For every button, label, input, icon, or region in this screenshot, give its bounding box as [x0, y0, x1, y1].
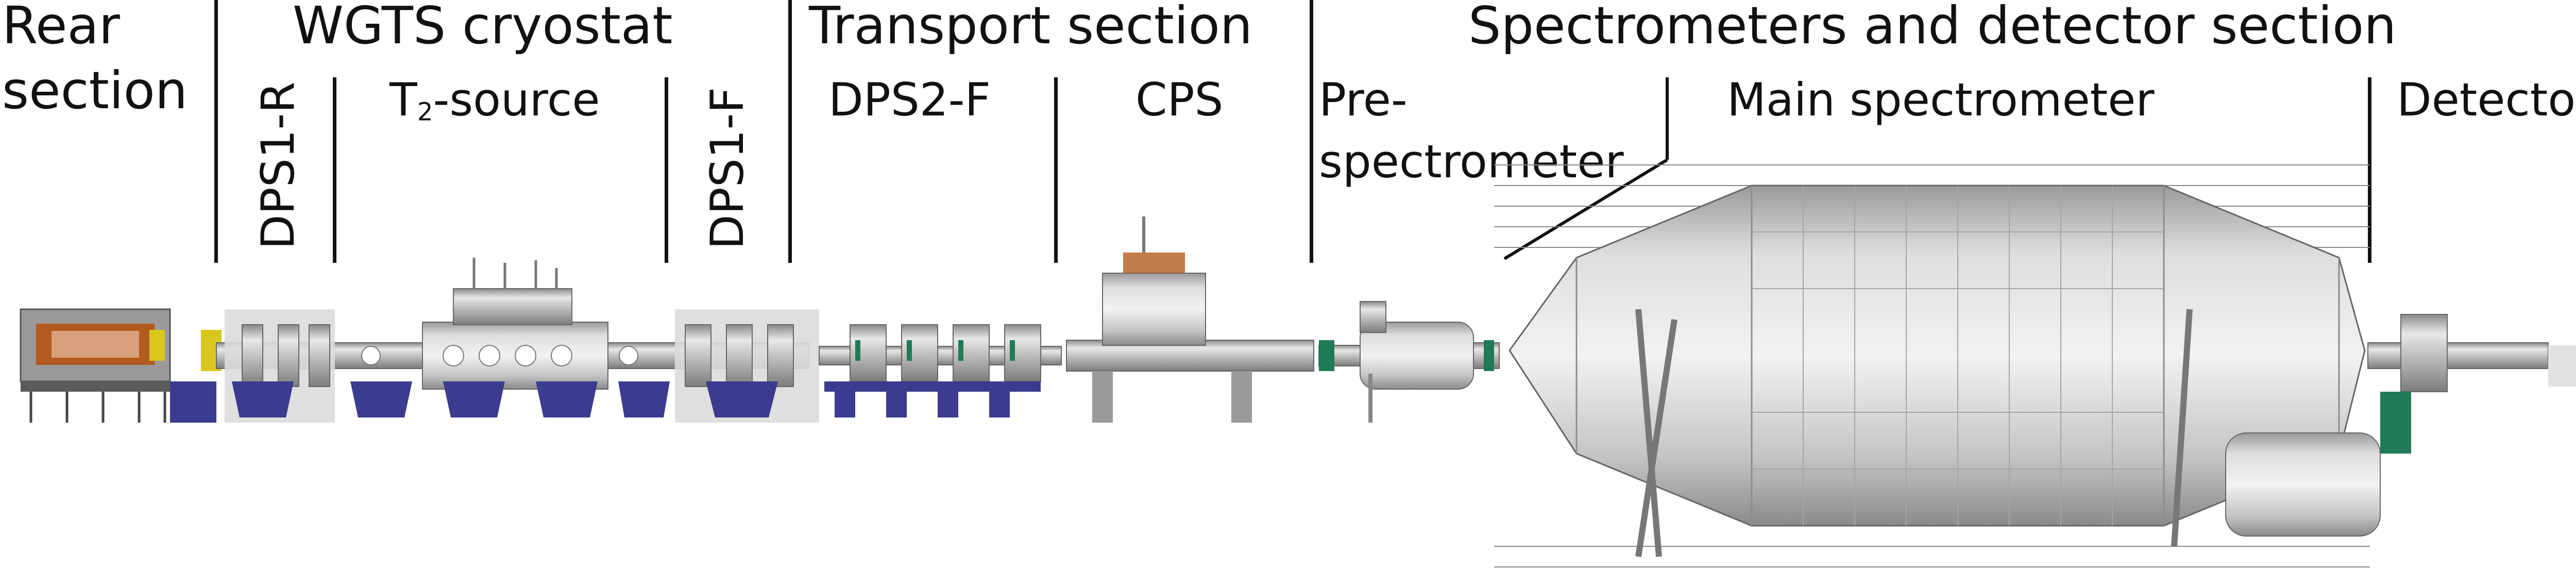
- t2-subscript: 2: [417, 97, 433, 127]
- label-cps: CPS: [1136, 73, 1224, 126]
- dps2-f-supports: [824, 381, 1041, 417]
- wgts-supports: [232, 381, 778, 417]
- label-t2-source: T2-source: [389, 77, 600, 125]
- t2-suffix: -source: [433, 73, 600, 126]
- main-spectrometer-drawing: [1494, 164, 2381, 567]
- divider-main-detector: [2368, 77, 2371, 263]
- label-dps2-f: DPS2-F: [828, 73, 991, 126]
- label-spectrometers-detector: Spectrometers and detector section: [1468, 0, 2397, 56]
- label-prespectrometer-line1: Pre-: [1319, 73, 1408, 126]
- prespectrometer-pointer-line: [1503, 158, 1668, 260]
- cps-tower: [1102, 273, 1206, 346]
- divider-transport-spectrometers: [1310, 0, 1313, 263]
- t2-letter: T: [389, 73, 417, 126]
- label-rear-line1: Rear: [2, 0, 120, 56]
- label-rear-line2: section: [2, 60, 188, 121]
- rear-section-drawing: [20, 308, 222, 423]
- divider-t2-dps1f: [665, 77, 668, 263]
- detector-drawing: [2367, 314, 2576, 454]
- divider-rear-wgts: [214, 0, 218, 263]
- label-prespectrometer-line2: spectrometer: [1319, 135, 1624, 188]
- divider-wgts-transport: [788, 0, 792, 263]
- label-transport-section: Transport section: [809, 0, 1253, 56]
- prespectrometer-drawing: [1318, 301, 1500, 423]
- divider-dps2f-cps: [1054, 77, 1058, 263]
- divider-dps1r-t2: [333, 77, 336, 263]
- label-wgts-cryostat: WGTS cryostat: [293, 0, 673, 56]
- label-detector: Detector: [2397, 73, 2576, 126]
- label-main-spectrometer: Main spectrometer: [1727, 73, 2155, 126]
